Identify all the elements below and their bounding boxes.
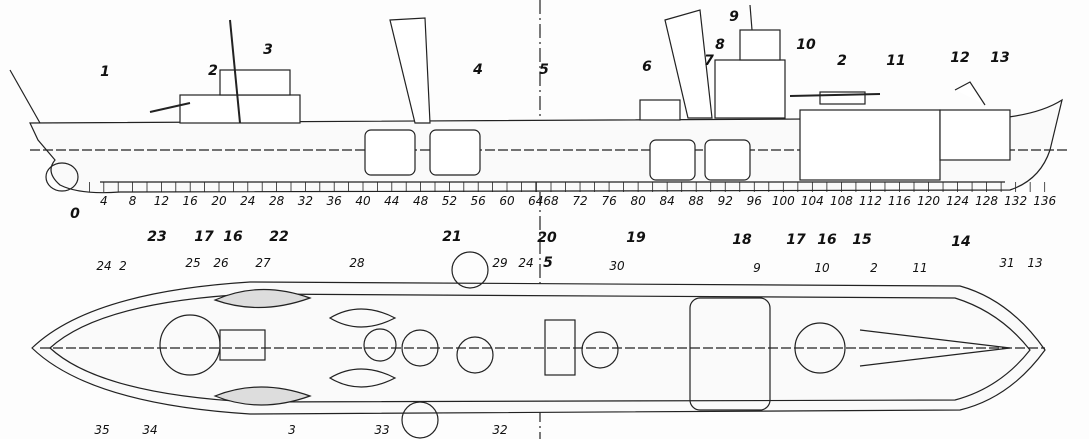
turret-fore (794, 322, 846, 374)
frame-number: 128 (975, 194, 999, 208)
callout-label: 24 (96, 259, 112, 273)
frame-number: 76 (601, 194, 617, 208)
boat-starboard (213, 386, 312, 406)
callout-label: 11 (912, 261, 928, 275)
frame-number: 32 (297, 194, 314, 208)
callout-label: 18 (732, 232, 752, 248)
frame-number: 80 (630, 194, 646, 208)
frame-number: 104 (800, 194, 824, 208)
callout-label: 35 (94, 423, 110, 437)
frame-number: 84 (659, 194, 675, 208)
frame-number: 52 (441, 194, 458, 208)
callout-label: 34 (142, 423, 158, 437)
rudder-propeller (45, 162, 79, 192)
frame-number: 116 (888, 194, 911, 208)
callout-label: 7 (704, 53, 714, 69)
funnel-fore (664, 9, 713, 119)
callout-label: 13 (990, 50, 1010, 66)
frame-number: 124 (946, 194, 969, 208)
callout-label: 2 (208, 63, 218, 79)
frame-number: 48 (412, 194, 429, 208)
callout-label: 9 (753, 261, 761, 275)
boat-3 (328, 308, 397, 328)
callout-label: 27 (255, 256, 271, 270)
frame-number: 56 (470, 194, 486, 208)
frame-number: 96 (746, 194, 762, 208)
callout-label: 32 (492, 423, 508, 437)
callout-label: 22 (269, 229, 289, 245)
callout-label: 13 (1027, 256, 1043, 270)
frame-number: 108 (829, 194, 853, 208)
callout-label: 17 (786, 232, 806, 248)
callout-label: 20 (537, 230, 557, 246)
callout-label: 29 (492, 256, 508, 270)
callout-label: 2 (837, 53, 847, 69)
callout-label: 3 (288, 423, 296, 437)
frame-number: 44 (384, 194, 400, 208)
callout-label: 17 (194, 229, 214, 245)
callout-label: 33 (374, 423, 390, 437)
callout-label: 25 (185, 256, 201, 270)
callout-label: 28 (349, 256, 365, 270)
callout-label: 19 (626, 230, 646, 246)
frame-number: 24 (240, 194, 256, 208)
callout-label: 31 (999, 256, 1015, 270)
frame-number: 100 (771, 194, 795, 208)
callout-label: 23 (147, 229, 167, 245)
frame-number: 8 (128, 194, 137, 208)
callout-label: 2 (119, 259, 127, 273)
callout-label: 2 (870, 261, 878, 275)
callout-label: 5 (543, 255, 553, 271)
frame-number: 0 (70, 206, 80, 222)
callout-label: 4 (473, 62, 483, 78)
frame-number: 64 (528, 194, 544, 208)
callout-label: 12 (950, 50, 970, 66)
profile-superstructure (149, 4, 1011, 181)
callout-label: 9 (729, 9, 739, 25)
callout-label: 14 (951, 234, 971, 250)
callout-label: 15 (852, 232, 872, 248)
callout-label: 11 (886, 53, 906, 69)
frame-number: 4 (99, 194, 108, 208)
callout-label: 16 (223, 229, 243, 245)
frame-number: 36 (326, 194, 342, 208)
callout-label: 5 (539, 62, 549, 78)
frame-number: 20 (211, 194, 227, 208)
callout-label: 30 (609, 259, 625, 273)
frame-number: 28 (268, 194, 285, 208)
frame-number: 16 (182, 194, 198, 208)
boat-2 (328, 368, 397, 388)
callout-label: 10 (814, 261, 830, 275)
stern-staff (9, 69, 41, 124)
frame-number: 72 (572, 194, 588, 208)
frame-number: 60 (499, 194, 515, 208)
plan-hull (31, 251, 1046, 439)
boat-port (213, 288, 312, 309)
callout-label: 16 (817, 232, 837, 248)
callout-label: 10 (796, 37, 816, 53)
frame-number: 92 (717, 194, 733, 208)
frame-number: 68 (543, 194, 559, 208)
frame-number: 112 (858, 194, 882, 208)
callout-label: 6 (642, 59, 652, 75)
callout-label: 26 (213, 256, 229, 270)
callout-label: 1 (100, 64, 110, 80)
frame-number: 40 (355, 194, 371, 208)
frame-number: 88 (688, 194, 704, 208)
callout-label: 24 (518, 256, 534, 270)
frame-number: 136 (1033, 194, 1057, 208)
callout-label: 3 (263, 42, 273, 58)
callout-label: 8 (715, 37, 725, 53)
funnel-aft (389, 17, 431, 124)
frame-number: 120 (917, 194, 940, 208)
frame-number: 132 (1004, 194, 1028, 208)
frame-number: 12 (153, 194, 170, 208)
callout-label: 21 (442, 229, 462, 245)
bridge-plan (689, 297, 771, 411)
frame-ticks (89, 182, 1046, 192)
